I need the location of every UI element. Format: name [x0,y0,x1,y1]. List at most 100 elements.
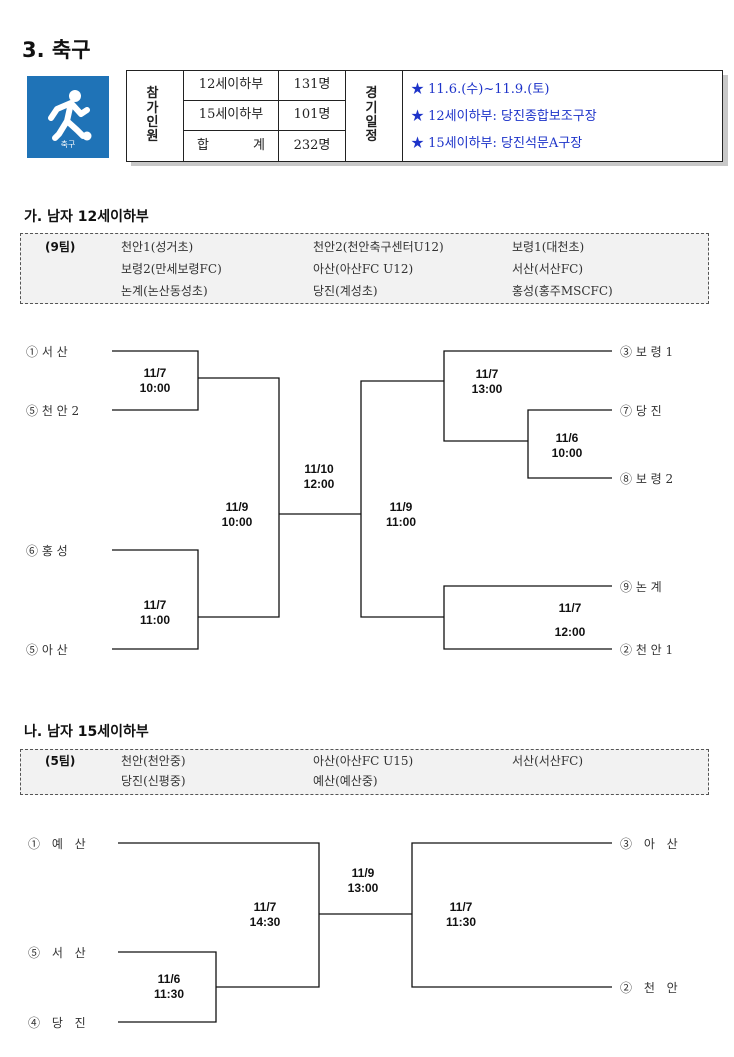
match-date: 11/9 [351,866,375,880]
match-date: 11/6 [157,972,181,986]
bracket-line [443,617,612,650]
u15-heading: 나. 남자 15세이하부 [24,724,149,740]
category-cell: 12세이하부 [183,70,279,101]
bracket-line [527,409,612,441]
team-name: 천안(천안중) [121,754,186,768]
bracket-line [118,951,217,987]
team-count: (5팀) [45,754,76,768]
bracket-line [198,377,280,514]
count-cell: 131명 [278,70,346,101]
bracket-line [411,914,612,988]
bracket-team-label: ⑤ 서 산 [28,946,86,960]
bracket-team-label: ③ 아 산 [620,837,678,851]
match-label: 11/9 13:00 [338,866,388,896]
match-time: 11:00 [385,515,417,529]
team-name: 천안2(천안축구센터U12) [313,240,444,254]
u15-team-box: (5팀) 천안(천안중) 아산(아산FC U15) 서산(서산FC) 당진(신평… [20,749,709,795]
match-label: 11/9 11:00 [376,500,426,530]
match-label: 11/9 10:00 [212,500,262,530]
bracket-line [411,842,612,914]
bracket-line [198,514,280,618]
bracket-team-label: ② 천 안 1 [620,643,674,657]
match-date: 11/9 [389,500,413,514]
match-time: 11:30 [153,987,185,1001]
bracket-team-label: ① 예 산 [28,837,86,851]
bracket-line [216,914,320,988]
bracket-team-label: ⑨ 논 계 [620,580,662,594]
info-table: 참 가 인 원 12세이하부 131명 경 기 일 정 ★ 11.6.(수)~1… [126,70,723,162]
match-label: 11/7 11:30 [436,900,486,930]
match-date: 11/6 [555,431,579,445]
team-name: 논계(논산동성초) [121,284,208,298]
team-name: 서산(서산FC) [512,262,584,276]
team-name: 보령1(대천초) [512,240,585,254]
match-time: 10:00 [139,381,171,395]
match-date: 11/7 [449,900,473,914]
match-time: 12:00 [554,625,586,639]
bracket-team-label: ⑦ 당 진 [620,404,662,418]
bracket-team-label: ⑥ 홍 성 [26,544,68,558]
u12-heading: 가. 남자 12세이하부 [24,209,149,225]
match-time: 12:00 [303,477,335,491]
u12-team-box: (9팀) 천안1(성거초) 천안2(천안축구센터U12) 보령1(대천초) 보령… [20,233,709,304]
match-label: 11/7 14:30 [240,900,290,930]
team-count: (9팀) [45,240,76,254]
schedule-cell: ★ 11.6.(수)~11.9.(토) ★ 12세이하부: 당진종합보조구장 ★… [402,70,723,162]
bracket-team-label: ④ 당 진 [28,1016,86,1030]
bracket-line [443,350,612,381]
match-date: 11/7 [558,601,582,615]
bracket-line [360,380,444,514]
team-name: 당진(신평중) [121,774,186,788]
match-time: 11:00 [139,613,171,627]
category-cell: 합 계 [183,130,279,162]
bracket-team-label: ⑤ 아 산 [26,643,68,657]
team-name: 보령2(만세보령FC) [121,262,222,276]
match-time: 13:00 [347,881,379,895]
schedule-label: 경 기 일 정 [345,70,403,162]
bracket-line [360,514,444,618]
bracket-team-label: ③ 보 령 1 [620,345,674,359]
match-label: 11/6 11:30 [144,972,194,1002]
schedule-line: ★ 12세이하부: 당진종합보조구장 [411,108,597,124]
soccer-player-icon [48,90,92,141]
match-time: 13:00 [471,382,503,396]
bracket-line [112,378,199,411]
bracket-line [118,987,217,1023]
match-time: 14:30 [249,915,281,929]
team-name: 천안1(성거초) [121,240,194,254]
count-cell: 232명 [278,130,346,162]
bracket-line [443,585,612,617]
team-name: 아산(아산FC U15) [313,754,414,768]
match-time: 11:30 [445,915,477,929]
match-date: 11/7 [143,366,167,380]
team-name: 예산(예산중) [313,774,378,788]
match-label: 11/10 12:00 [294,462,344,492]
bracket-line [527,441,612,479]
match-date: 11/9 [225,500,249,514]
match-date: 11/7 [253,900,277,914]
match-label: 11/7 12:00 [545,596,595,644]
match-label: 11/7 10:00 [130,366,180,396]
team-name: 아산(아산FC U12) [313,262,414,276]
bracket-line [112,583,199,650]
match-date: 11/7 [143,598,167,612]
match-date: 11/10 [304,462,334,476]
section-title: 3. 축구 [22,38,91,62]
match-label: 11/7 13:00 [462,367,512,397]
schedule-line: ★ 15세이하부: 당진석문A구장 [411,135,583,151]
team-name: 서산(서산FC) [512,754,584,768]
bracket-line [112,549,199,583]
bracket-line [112,350,199,378]
bracket-team-label: ⑤ 천 안 2 [26,404,80,418]
match-date: 11/7 [475,367,499,381]
soccer-icon: 축구 [27,76,109,158]
bracket-line [443,381,528,442]
match-label: 11/6 10:00 [542,431,592,461]
match-time: 10:00 [221,515,253,529]
team-name: 당진(계성초) [313,284,378,298]
icon-caption: 축구 [60,140,76,149]
bracket-line [118,842,320,914]
team-name: 홍성(홍주MSCFC) [512,284,613,298]
match-label: 11/7 11:00 [130,598,180,628]
